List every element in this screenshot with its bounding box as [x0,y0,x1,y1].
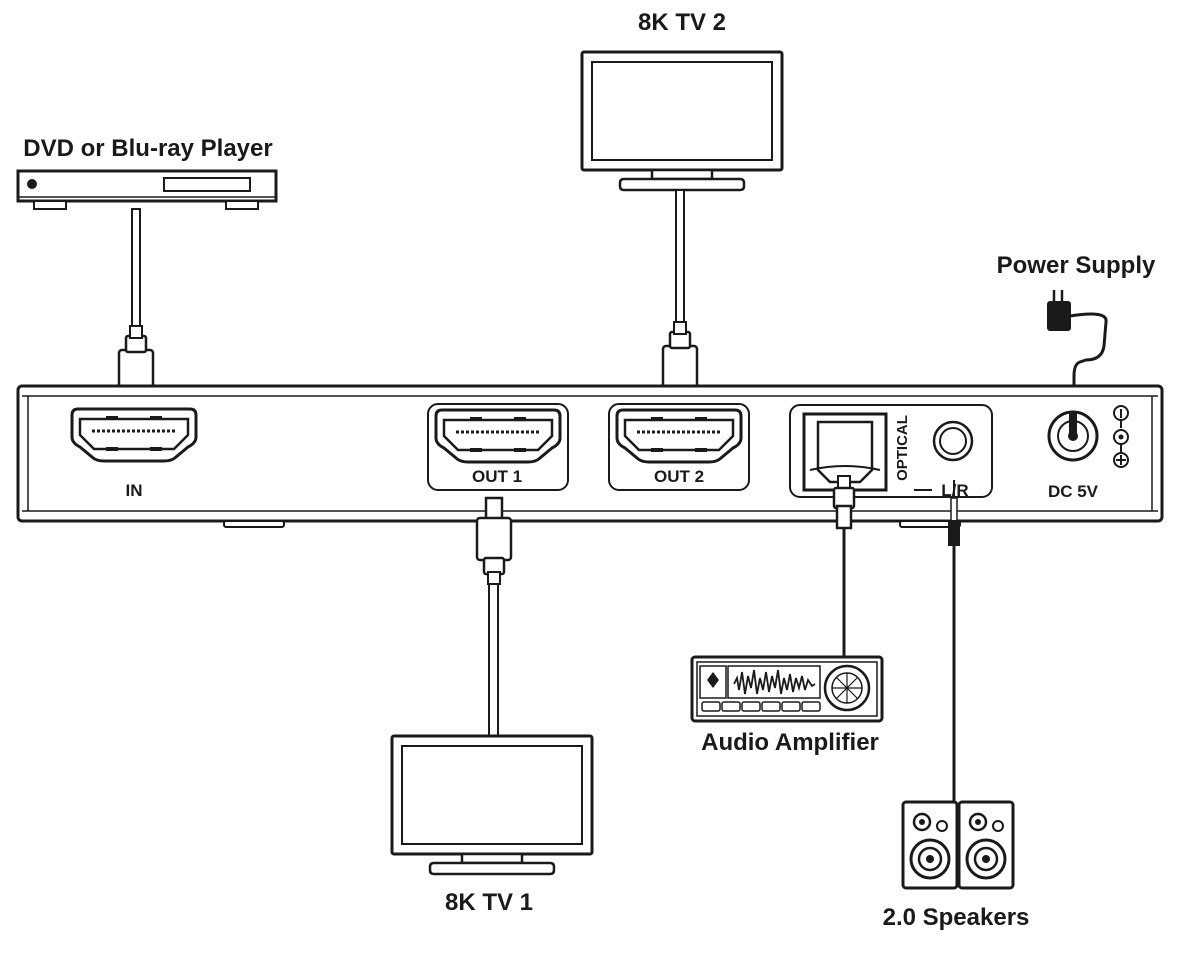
port-out1-label: OUT 1 [472,467,522,486]
tv2-label: 8K TV 2 [638,9,726,36]
tv2-icon [580,50,784,192]
cable-optical-to-amplifier [832,475,856,658]
power-adapter-icon [1047,290,1108,420]
port-out2-label: OUT 2 [654,467,704,486]
cable-out2-to-tv2 [661,189,699,410]
tv1-label: 8K TV 1 [445,889,533,916]
cable-out1-to-tv1 [475,496,513,738]
dc-power-jack [1047,410,1099,462]
hdmi-out2-port [608,403,750,491]
polarity-icon [1113,405,1129,468]
lr-jack [914,420,974,491]
speakers-icon [901,800,1015,890]
source-label: DVD or Blu-ray Player [23,135,272,162]
dc-label: DC 5V [1048,482,1099,501]
tv1-icon [390,734,594,876]
hdmi-out1-port [427,403,569,491]
speakers-label: 2.0 Speakers [883,904,1030,931]
dvd-player-icon [16,169,278,210]
power-supply-label: Power Supply [997,252,1156,279]
amplifier-label: Audio Amplifier [701,729,879,756]
port-in-label: IN [126,481,143,500]
cable-lr-to-speakers [948,480,960,802]
audio-amplifier-icon [690,655,884,723]
cable-source-to-in [117,208,155,414]
hdmi-in-port [70,407,198,463]
optical-label: OPTICAL [894,415,911,481]
